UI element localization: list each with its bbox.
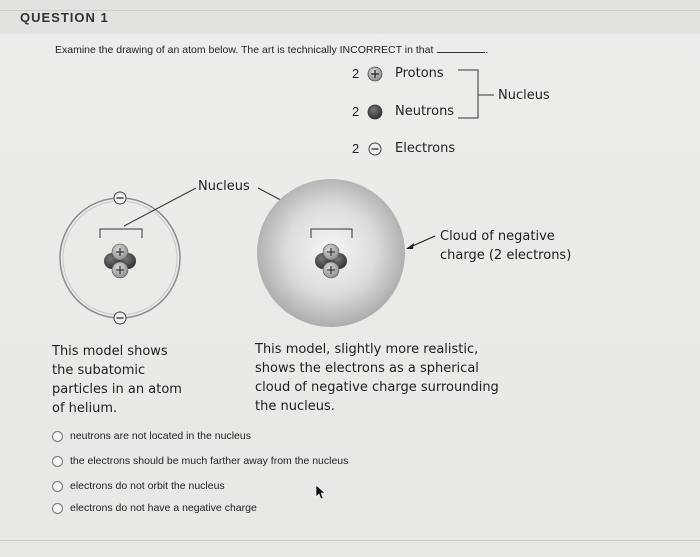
electron-bottom	[113, 311, 127, 325]
nucleus-left	[104, 243, 136, 279]
electron-count: 2	[352, 141, 360, 156]
radio-button[interactable]	[52, 455, 63, 467]
cloud-model	[257, 179, 405, 327]
question-header	[0, 0, 700, 34]
answer-option[interactable]: electrons do not orbit the nucleus	[52, 478, 225, 494]
question-title: QUESTION 1	[20, 10, 109, 25]
nucleus-bracket	[458, 69, 494, 119]
electron-top	[113, 191, 127, 205]
electron-label: Electrons	[395, 141, 456, 156]
radio-button[interactable]	[52, 480, 63, 492]
left-model-caption: This model shows the subatomic particles…	[52, 344, 182, 416]
right-model-caption: This model, slightly more realistic, sho…	[255, 342, 499, 414]
nucleus-bracket-right	[310, 228, 353, 238]
answer-option-label[interactable]: electrons do not orbit the nucleus	[70, 480, 225, 492]
answer-option[interactable]: the electrons should be much farther awa…	[52, 453, 348, 469]
answer-option[interactable]: electrons do not have a negative charge	[52, 500, 257, 516]
bohr-model	[59, 191, 181, 325]
neutron-legend-icon	[367, 104, 383, 120]
mouse-cursor-icon	[315, 484, 326, 500]
proton-count: 2	[352, 66, 360, 81]
nucleus-label: Nucleus	[198, 179, 250, 194]
answer-option-label[interactable]: the electrons should be much farther awa…	[70, 455, 349, 467]
answer-blank	[437, 42, 486, 53]
electron-legend-icon	[368, 142, 382, 156]
nucleus-pointer-left	[123, 187, 197, 227]
proton-label: Protons	[395, 66, 444, 81]
cloud-label: Cloud of negative charge (2 electrons)	[440, 229, 572, 263]
neutron-label: Neutrons	[395, 104, 455, 119]
legend-nucleus-label: Nucleus	[498, 88, 550, 103]
question-prompt: Examine the drawing of an atom below. Th…	[55, 42, 489, 56]
divider	[0, 10, 700, 11]
radio-button[interactable]	[52, 430, 63, 442]
nucleus-right	[315, 243, 347, 279]
answer-option-label[interactable]: electrons do not have a negative charge	[70, 502, 257, 514]
answer-option-label[interactable]: neutrons are not located in the nucleus	[70, 430, 251, 442]
prompt-text: Examine the drawing of an atom below. Th…	[55, 44, 434, 56]
divider	[0, 540, 700, 541]
proton-legend-icon	[367, 66, 383, 82]
nucleus-bracket-left	[99, 228, 143, 238]
neutron-count: 2	[352, 104, 360, 119]
radio-button[interactable]	[52, 502, 63, 514]
answer-option[interactable]: neutrons are not located in the nucleus	[52, 428, 251, 444]
